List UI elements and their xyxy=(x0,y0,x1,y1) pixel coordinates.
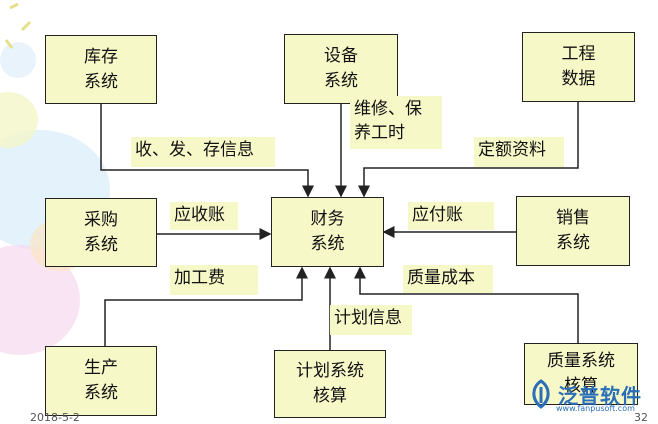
label-plan-info: 计划信息 xyxy=(330,305,412,335)
label-quality-cost: 质量成本 xyxy=(403,265,493,293)
node-quality-accounting: 质量系统 核算 xyxy=(524,343,638,405)
fanpu-logo-icon xyxy=(532,379,550,409)
node-engineering-data: 工程 数据 xyxy=(522,32,635,102)
node-production-system: 生产 系统 xyxy=(45,346,157,416)
label-payable: 应付账 xyxy=(408,202,494,230)
node-purchasing-system: 采购 系统 xyxy=(45,198,157,267)
node-equipment-system: 设备 系统 xyxy=(284,34,398,104)
edge-quality-finance xyxy=(354,266,579,346)
node-finance-system: 财务 系统 xyxy=(271,197,384,267)
watermark-url: www.fanpusoft.com xyxy=(556,404,635,413)
slide-date: 2018-5-2 xyxy=(30,411,80,424)
label-quota-data: 定额资料 xyxy=(474,137,564,167)
label-receivable: 应收账 xyxy=(170,202,238,230)
node-inventory-system: 库存 系统 xyxy=(45,35,157,104)
edge-inventory-finance xyxy=(100,104,314,198)
label-processing-fee: 加工费 xyxy=(170,265,258,295)
node-planning-accounting: 计划系统 核算 xyxy=(274,350,386,418)
label-maintenance-hours: 维修、保 养工时 xyxy=(350,96,442,149)
edge-production-finance xyxy=(104,266,308,346)
edge-engineering-finance xyxy=(358,102,579,198)
slide-page-number: 32 xyxy=(634,411,648,424)
watermark-text: 泛普软件 xyxy=(558,383,642,408)
watermark-logo: 泛普软件 xyxy=(528,374,642,414)
node-sales-system: 销售 系统 xyxy=(516,196,630,266)
label-inventory-info: 收、发、存信息 xyxy=(131,137,275,167)
